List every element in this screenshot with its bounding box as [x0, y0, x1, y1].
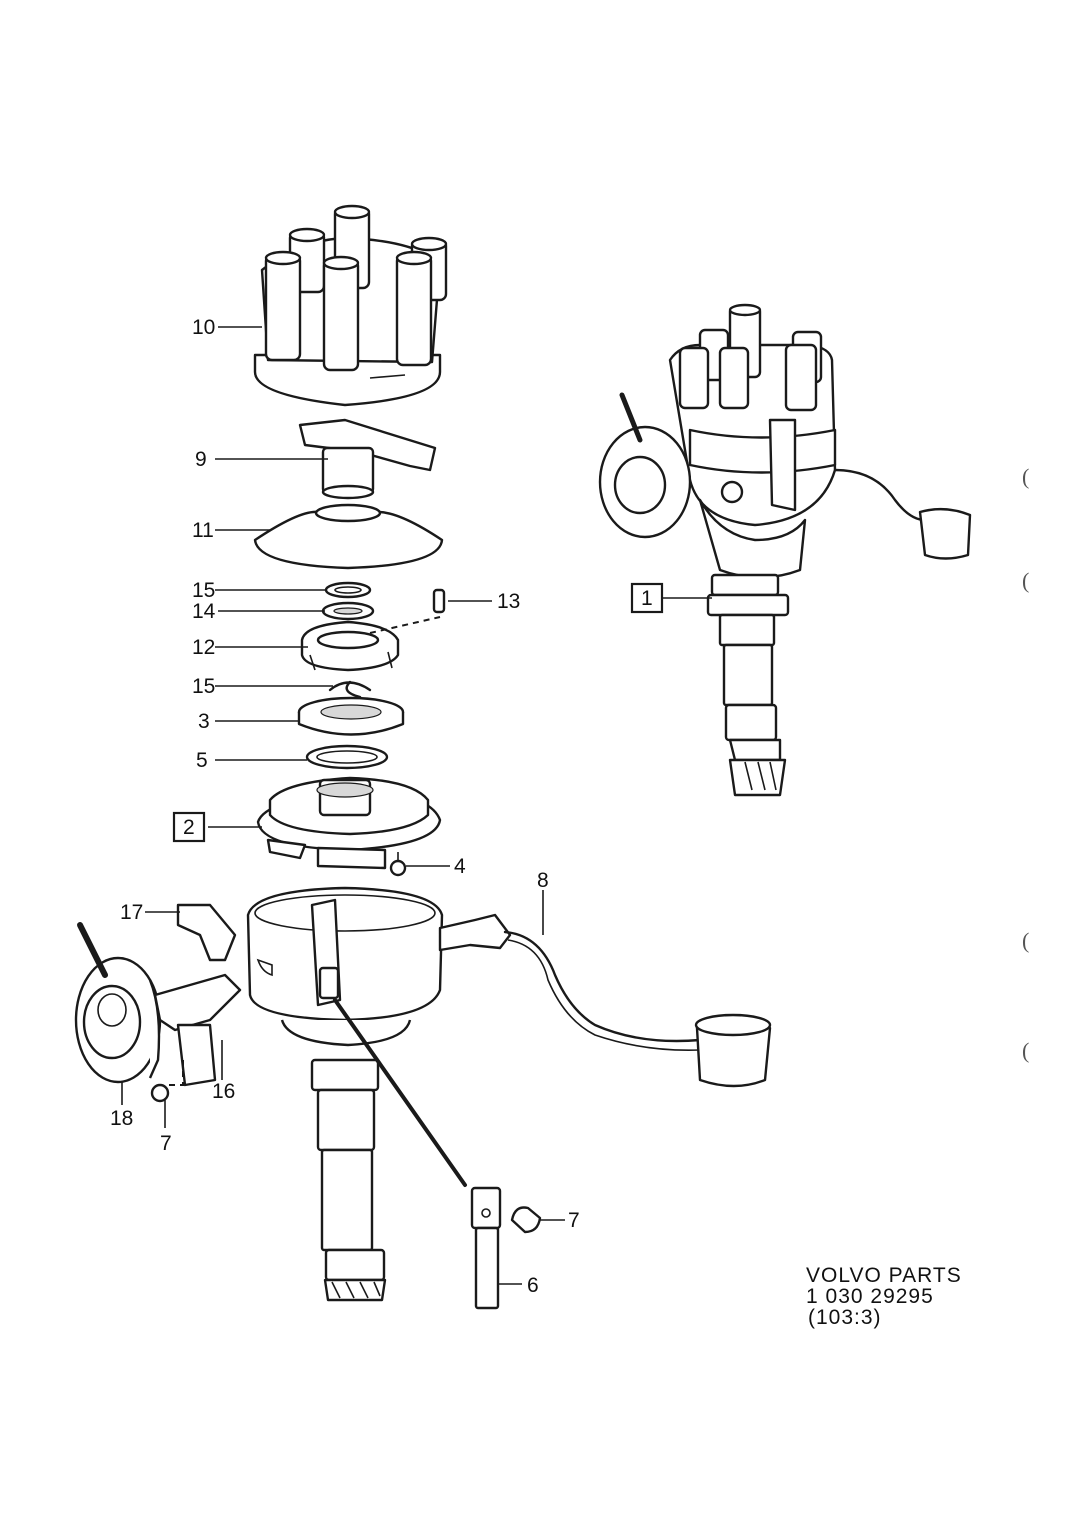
margin-marks: ( ( ( ( — [1022, 464, 1029, 1063]
pin — [432, 588, 446, 614]
label-13: 13 — [497, 590, 520, 613]
rotor — [298, 418, 437, 500]
label-1: 1 — [641, 587, 653, 610]
label-14: 14 — [192, 600, 216, 623]
label-4: 4 — [454, 855, 466, 878]
breaker-plate — [256, 776, 442, 870]
footer-line-1: VOLVO PARTS — [806, 1264, 962, 1287]
label-17: 17 — [120, 901, 143, 924]
dust-shield — [253, 503, 444, 570]
shaft-coupling — [470, 1186, 502, 1310]
label-1-box — [630, 582, 664, 614]
distributor-cap — [253, 204, 448, 407]
label-11: 11 — [192, 519, 214, 542]
label-16: 16 — [212, 1080, 235, 1103]
label-2: 2 — [183, 816, 195, 839]
label-2-box — [172, 811, 206, 843]
nut — [510, 1206, 542, 1234]
label-8: 8 — [537, 869, 549, 892]
assembled-distributor — [598, 303, 972, 797]
distributor-housing — [246, 886, 512, 1302]
label-6: 6 — [527, 1274, 539, 1297]
upper-plate — [300, 616, 441, 672]
circlip-lower — [328, 680, 372, 699]
margin-mark-1: ( — [1022, 464, 1029, 489]
label-9: 9 — [195, 448, 207, 471]
margin-mark-3: ( — [1022, 928, 1029, 953]
cable-assembly — [503, 930, 772, 1088]
label-15-upper: 15 — [192, 579, 215, 602]
leader-lines — [121, 326, 712, 1285]
washer — [321, 601, 375, 621]
bearing — [297, 696, 405, 736]
callout-labels: 10 9 11 15 14 13 12 15 3 5 2 4 8 17 16 1… — [110, 316, 664, 1297]
label-18: 18 — [110, 1107, 133, 1130]
vacuum-unit — [74, 922, 242, 1103]
label-3: 3 — [198, 710, 210, 733]
footer-line-2: 1 030 29295 — [806, 1285, 934, 1308]
label-5: 5 — [196, 749, 208, 772]
margin-mark-4: ( — [1022, 1038, 1029, 1063]
label-15-lower: 15 — [192, 675, 215, 698]
spacer-ring — [305, 744, 389, 770]
label-10: 10 — [192, 316, 215, 339]
circlip-upper — [324, 581, 372, 599]
footer-line-3: (103:3) — [808, 1306, 882, 1329]
label-7-right: 7 — [568, 1209, 580, 1232]
label-12: 12 — [192, 636, 215, 659]
parts-reference: VOLVO PARTS 1 030 29295 (103:3) — [806, 1264, 962, 1329]
margin-mark-2: ( — [1022, 568, 1029, 593]
screw — [389, 852, 407, 877]
clamp — [176, 903, 237, 962]
label-7-left: 7 — [160, 1132, 172, 1155]
